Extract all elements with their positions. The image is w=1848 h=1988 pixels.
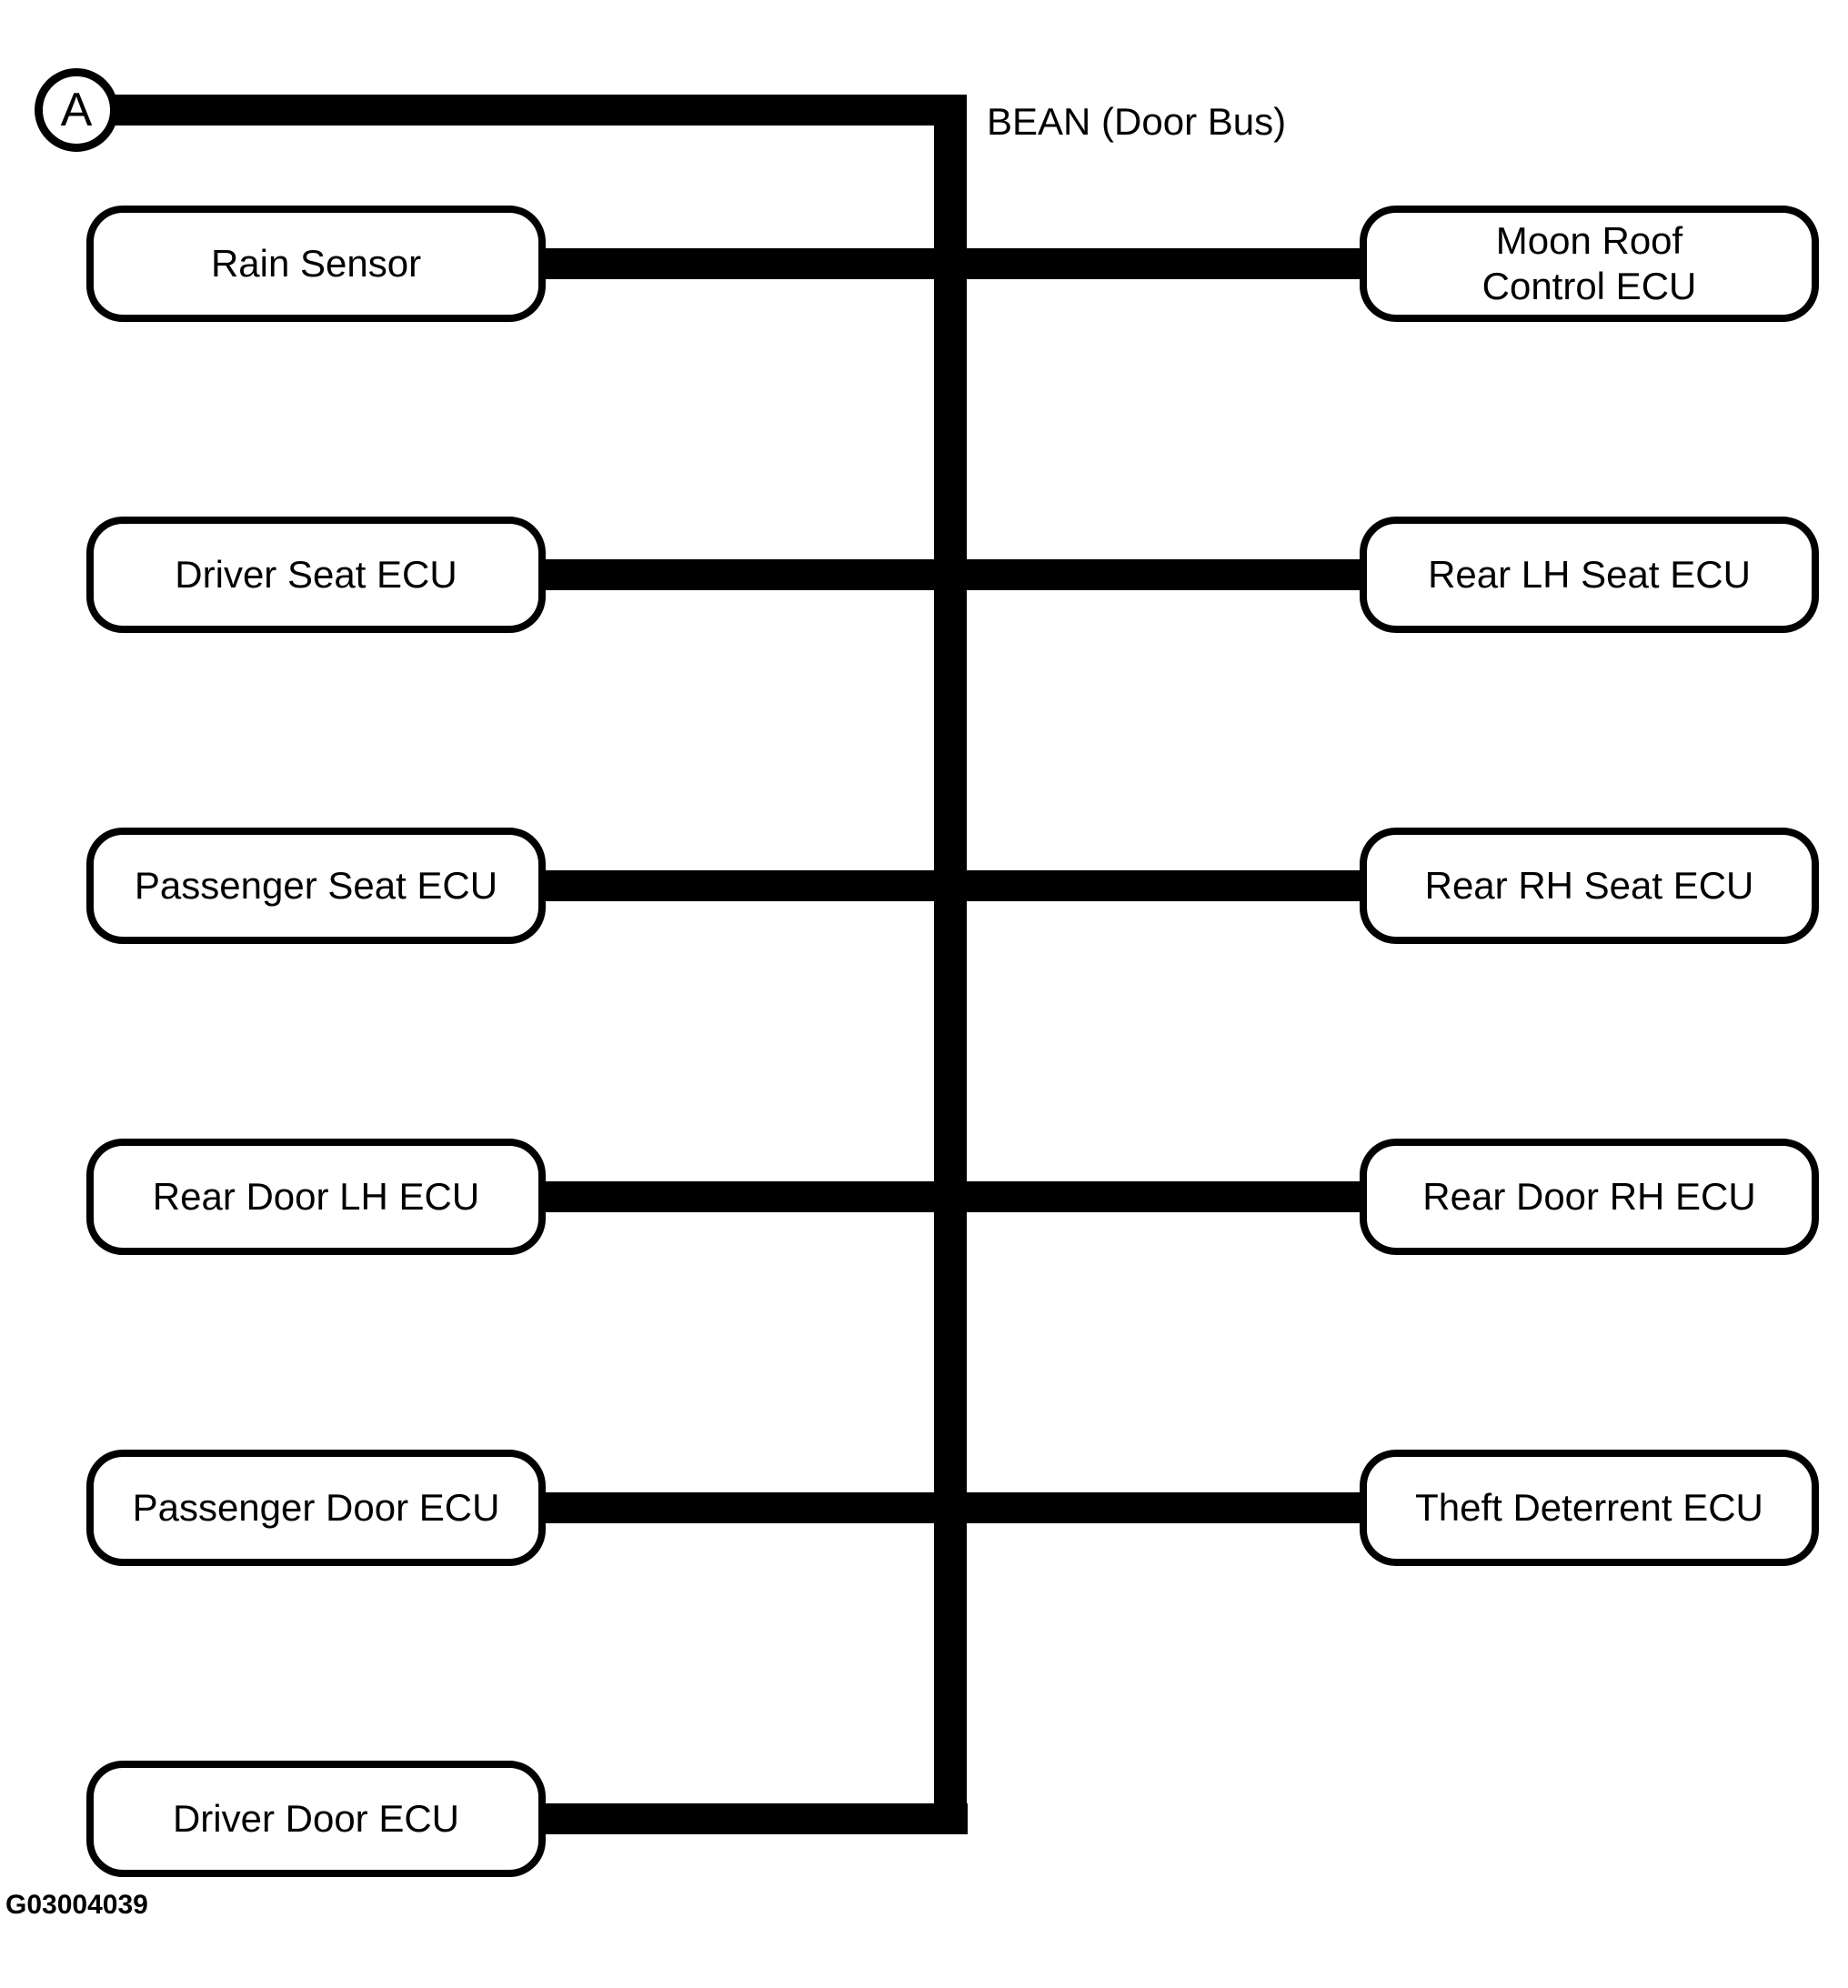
bus-stub	[935, 248, 1366, 279]
node-passenger-door-ecu: Passenger Door ECU	[86, 1450, 546, 1566]
node-driver-seat-ecu: Driver Seat ECU	[86, 517, 546, 633]
node-label: Rear LH Seat ECU	[1428, 553, 1751, 596]
node-label: Moon Roof Control ECU	[1481, 219, 1697, 307]
node-label: Theft Deterrent ECU	[1415, 1486, 1763, 1529]
node-moon-roof-control-ecu: Moon Roof Control ECU	[1360, 206, 1819, 322]
bus-stub	[509, 559, 968, 590]
bus-stub	[509, 870, 968, 901]
figure-id: G03004039	[5, 1890, 148, 1920]
bus-stub	[935, 870, 1366, 901]
node-label: Rear Door RH ECU	[1422, 1175, 1756, 1218]
node-label: Rain Sensor	[210, 242, 422, 285]
node-label: Passenger Seat ECU	[134, 864, 498, 907]
node-passenger-seat-ecu: Passenger Seat ECU	[86, 828, 546, 944]
connector-ref-label: A	[60, 84, 93, 136]
node-driver-door-ecu: Driver Door ECU	[86, 1761, 546, 1877]
bus-stub	[509, 1492, 968, 1523]
connector-ref-circle: A	[35, 68, 118, 152]
bus-stub	[509, 248, 968, 279]
node-rear-door-rh-ecu: Rear Door RH ECU	[1360, 1139, 1819, 1255]
bus-stub	[935, 1492, 1366, 1523]
bus-stub	[935, 559, 1366, 590]
node-label: Driver Door ECU	[172, 1797, 460, 1840]
bus-name-label: BEAN (Door Bus)	[987, 100, 1287, 143]
bus-stub	[509, 1803, 968, 1834]
node-theft-deterrent-ecu: Theft Deterrent ECU	[1360, 1450, 1819, 1566]
bus-top-wire	[76, 95, 967, 126]
door-bus-trunk	[934, 95, 967, 1834]
node-label: Driver Seat ECU	[175, 553, 457, 596]
node-label: Passenger Door ECU	[132, 1486, 500, 1529]
bus-stub	[935, 1181, 1366, 1212]
node-rain-sensor: Rain Sensor	[86, 206, 546, 322]
node-rear-door-lh-ecu: Rear Door LH ECU	[86, 1139, 546, 1255]
node-rear-rh-seat-ecu: Rear RH Seat ECU	[1360, 828, 1819, 944]
node-label: Rear RH Seat ECU	[1424, 864, 1754, 907]
node-rear-lh-seat-ecu: Rear LH Seat ECU	[1360, 517, 1819, 633]
node-label: Rear Door LH ECU	[152, 1175, 480, 1218]
bus-stub	[509, 1181, 968, 1212]
